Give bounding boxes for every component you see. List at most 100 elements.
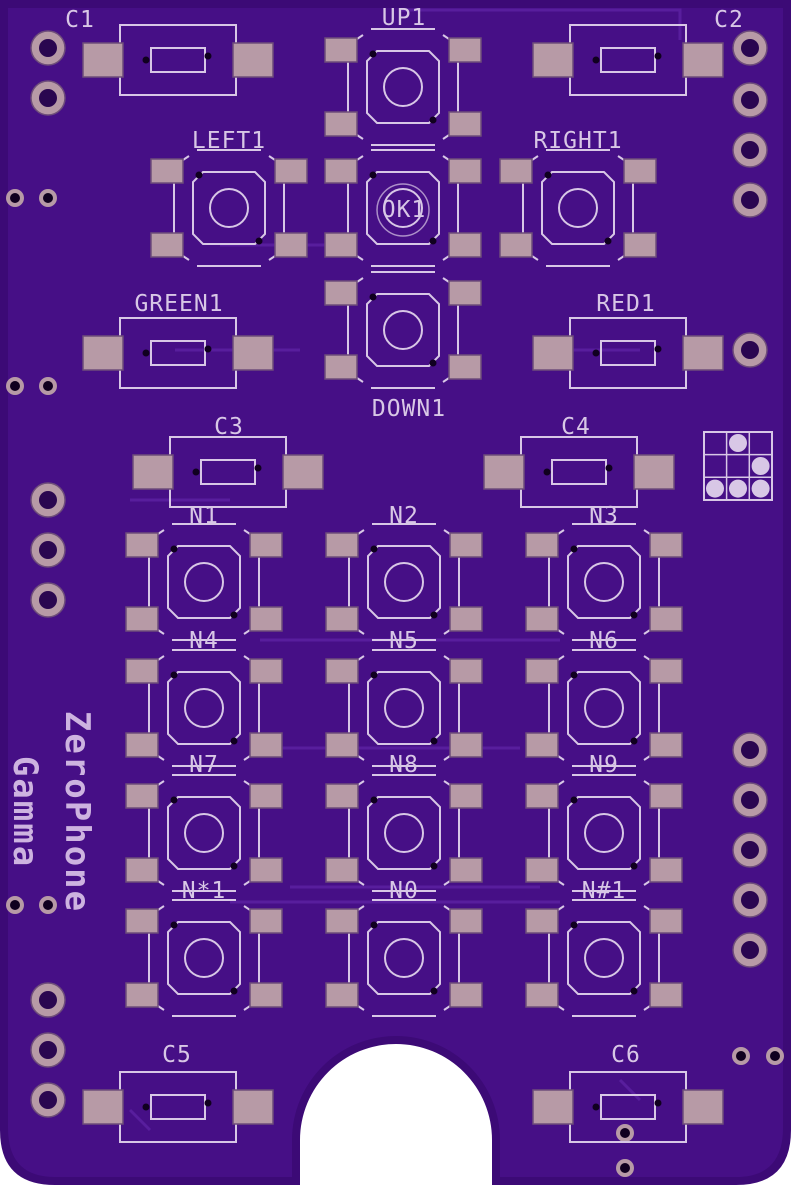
via bbox=[430, 737, 438, 745]
via bbox=[429, 116, 437, 124]
via bbox=[430, 862, 438, 870]
switch-body bbox=[167, 921, 241, 995]
smd-pad bbox=[649, 532, 683, 558]
cap-body bbox=[150, 1094, 206, 1120]
label-n9: N9 bbox=[589, 752, 619, 778]
switch-frame bbox=[347, 149, 459, 267]
smd-pad bbox=[249, 732, 283, 758]
smd-pad bbox=[325, 857, 359, 883]
smd-pad bbox=[232, 335, 274, 371]
tact-switch-left1 bbox=[150, 149, 308, 267]
capacitor-c3 bbox=[132, 436, 324, 508]
switch-button bbox=[184, 938, 224, 978]
via bbox=[170, 671, 178, 679]
smd-pad bbox=[649, 908, 683, 934]
tact-switch-n7 bbox=[125, 774, 283, 892]
smd-pad bbox=[249, 857, 283, 883]
tact-switch-nhash1 bbox=[525, 899, 683, 1017]
switch-frame bbox=[347, 28, 459, 146]
label-c5: C5 bbox=[162, 1042, 192, 1068]
through-hole bbox=[741, 191, 759, 209]
through-hole bbox=[741, 891, 759, 909]
switch-body bbox=[367, 796, 441, 870]
via bbox=[369, 171, 377, 179]
smd-pad bbox=[525, 732, 559, 758]
via bbox=[370, 921, 378, 929]
label-nhash1: N#1 bbox=[582, 878, 627, 904]
smd-pad bbox=[449, 606, 483, 632]
mount-hole bbox=[10, 193, 20, 203]
mount-hole bbox=[10, 381, 20, 391]
smd-pad bbox=[249, 606, 283, 632]
switch-body bbox=[192, 171, 266, 245]
smd-pad bbox=[132, 454, 174, 490]
mount-hole bbox=[770, 1051, 780, 1061]
smd-pad bbox=[249, 982, 283, 1008]
via bbox=[204, 1099, 212, 1107]
capacitor-red1 bbox=[532, 317, 724, 389]
smd-pad bbox=[249, 783, 283, 809]
through-hole bbox=[39, 1091, 57, 1109]
cap-body bbox=[150, 340, 206, 366]
via bbox=[254, 464, 262, 472]
via bbox=[170, 796, 178, 804]
via bbox=[142, 349, 150, 357]
smd-pad bbox=[525, 857, 559, 883]
smd-pad bbox=[448, 111, 482, 137]
smd-pad bbox=[448, 158, 482, 184]
via bbox=[630, 862, 638, 870]
through-hole bbox=[39, 89, 57, 107]
switch-frame bbox=[548, 649, 660, 767]
smd-pad bbox=[449, 658, 483, 684]
via bbox=[592, 349, 600, 357]
switch-frame bbox=[148, 774, 260, 892]
switch-frame bbox=[348, 899, 460, 1017]
label-n2: N2 bbox=[389, 503, 419, 529]
via bbox=[192, 468, 200, 476]
smd-pad bbox=[324, 111, 358, 137]
through-hole bbox=[741, 341, 759, 359]
label-nstar1: N*1 bbox=[182, 878, 227, 904]
via bbox=[255, 237, 263, 245]
via bbox=[654, 345, 662, 353]
through-hole bbox=[741, 841, 759, 859]
switch-body bbox=[367, 921, 441, 995]
smd-pad bbox=[82, 42, 124, 78]
smd-pad bbox=[82, 335, 124, 371]
switch-body bbox=[567, 796, 641, 870]
label-n7: N7 bbox=[189, 752, 219, 778]
smd-pad bbox=[448, 280, 482, 306]
label-n3: N3 bbox=[589, 503, 619, 529]
via bbox=[630, 987, 638, 995]
label-green1: GREEN1 bbox=[134, 291, 223, 317]
smd-pad bbox=[249, 908, 283, 934]
tact-switch-n1 bbox=[125, 523, 283, 641]
smd-pad bbox=[633, 454, 675, 490]
smd-pad bbox=[325, 982, 359, 1008]
smd-pad bbox=[325, 658, 359, 684]
label-ok1: OK1 bbox=[382, 197, 427, 223]
via bbox=[170, 545, 178, 553]
smd-pad bbox=[150, 232, 184, 258]
smd-pad bbox=[249, 658, 283, 684]
smd-pad bbox=[125, 783, 159, 809]
switch-frame bbox=[347, 271, 459, 389]
smd-pad bbox=[623, 158, 657, 184]
switch-frame bbox=[348, 774, 460, 892]
smd-pad bbox=[249, 532, 283, 558]
via bbox=[230, 611, 238, 619]
smd-pad bbox=[324, 232, 358, 258]
switch-frame bbox=[348, 523, 460, 641]
smd-pad bbox=[623, 232, 657, 258]
label-c2: C2 bbox=[714, 7, 744, 33]
switch-frame bbox=[173, 149, 285, 267]
via bbox=[654, 1099, 662, 1107]
smd-pad bbox=[532, 42, 574, 78]
through-hole bbox=[39, 39, 57, 57]
via bbox=[429, 359, 437, 367]
brand-zerophone: ZeroPhone bbox=[57, 711, 97, 913]
through-hole bbox=[39, 491, 57, 509]
smd-pad bbox=[325, 732, 359, 758]
ok-ring bbox=[376, 183, 430, 237]
